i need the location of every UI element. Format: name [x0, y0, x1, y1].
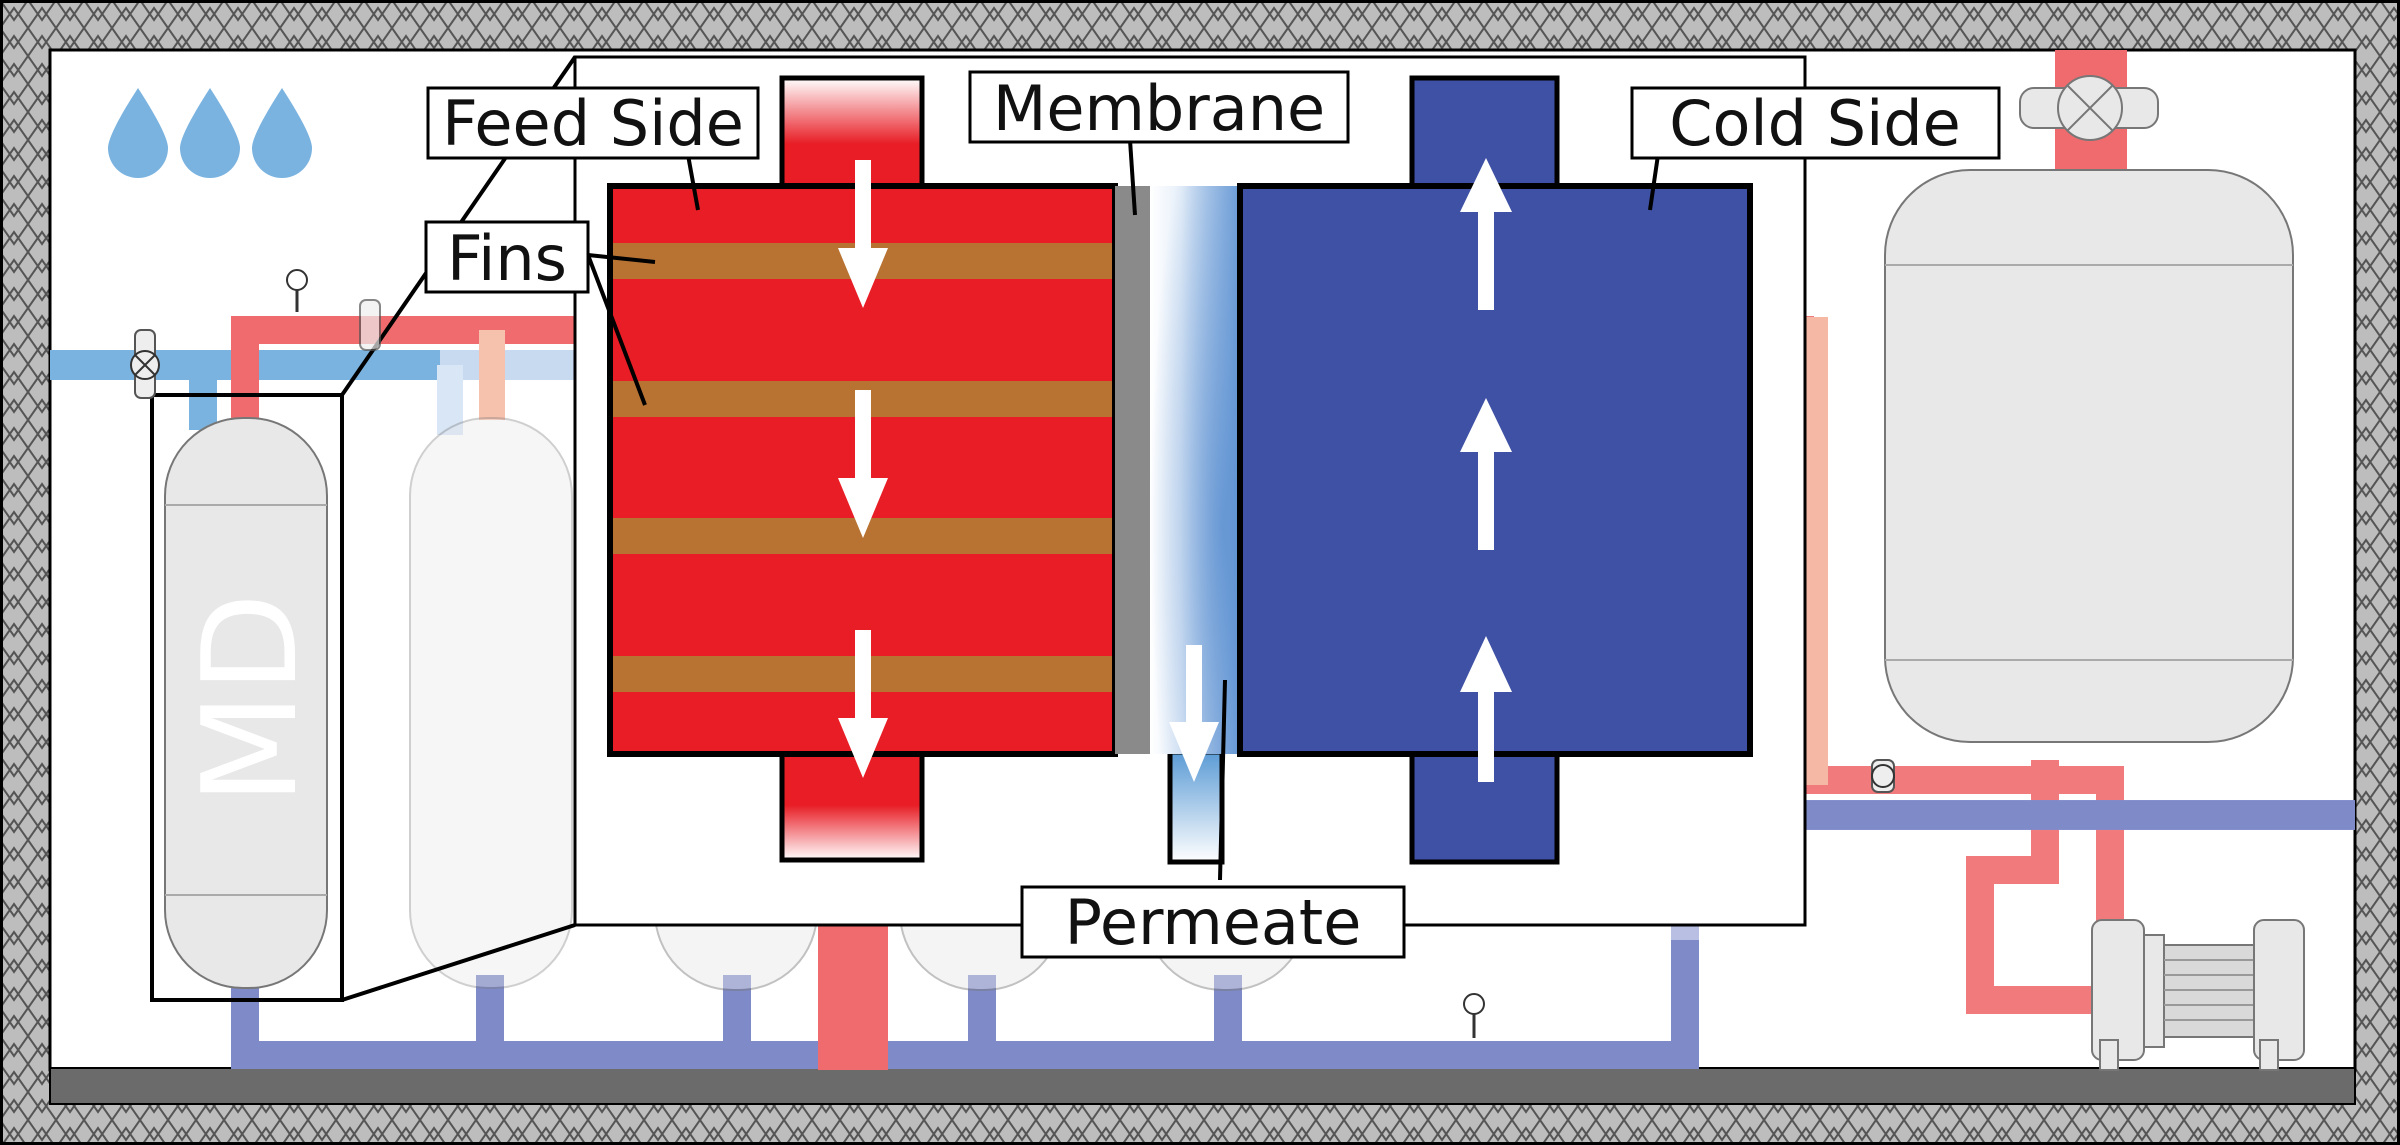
- label-cold-side: Cold Side: [1630, 86, 2001, 160]
- membrane-layer: [1115, 186, 1150, 754]
- cold-side-label: Cold Side: [1669, 87, 1961, 160]
- floor-slab: [49, 1067, 2356, 1105]
- valve-icon: [1871, 759, 1895, 793]
- permeate-label: Permeate: [1065, 886, 1362, 959]
- module-tag-label: MD: [174, 593, 326, 805]
- tank-valve: [2019, 75, 2159, 141]
- label-feed-side: Feed Side: [426, 86, 760, 160]
- membrane-label: Membrane: [993, 72, 1325, 145]
- flow-arrow-icon: [1169, 645, 1219, 782]
- fins-label: Fins: [447, 222, 567, 295]
- valve-icon: [130, 329, 160, 399]
- valve-icon: [359, 299, 381, 351]
- label-membrane: Membrane: [968, 70, 1350, 145]
- feed-inlet-duct: [779, 75, 925, 191]
- feed-outlet-duct: [779, 747, 925, 863]
- flow-arrow-icon: [1460, 636, 1512, 782]
- label-fins: Fins: [424, 220, 590, 295]
- water-drop-icon: [180, 88, 240, 178]
- flow-arrow-icon: [1460, 158, 1512, 310]
- md-module: MD: [164, 417, 328, 989]
- flow-arrow-icon: [838, 630, 888, 778]
- storage-tank: [1884, 169, 2294, 743]
- pump-icon: [2091, 919, 2305, 1071]
- water-drop-icon: [108, 88, 168, 178]
- water-drop-icon: [252, 88, 312, 178]
- md-module: [409, 417, 573, 989]
- feed-side-label: Feed Side: [442, 87, 744, 160]
- leader-lines: [586, 139, 1660, 881]
- pressure-gauge-icon: [1463, 993, 1485, 1038]
- flow-arrow-icon: [1460, 398, 1512, 550]
- flow-arrow-icon: [838, 160, 888, 308]
- label-permeate: Permeate: [1020, 885, 1406, 959]
- flow-arrow-icon: [838, 390, 888, 538]
- pressure-gauge-icon: [286, 269, 308, 312]
- water-drops: [108, 88, 312, 178]
